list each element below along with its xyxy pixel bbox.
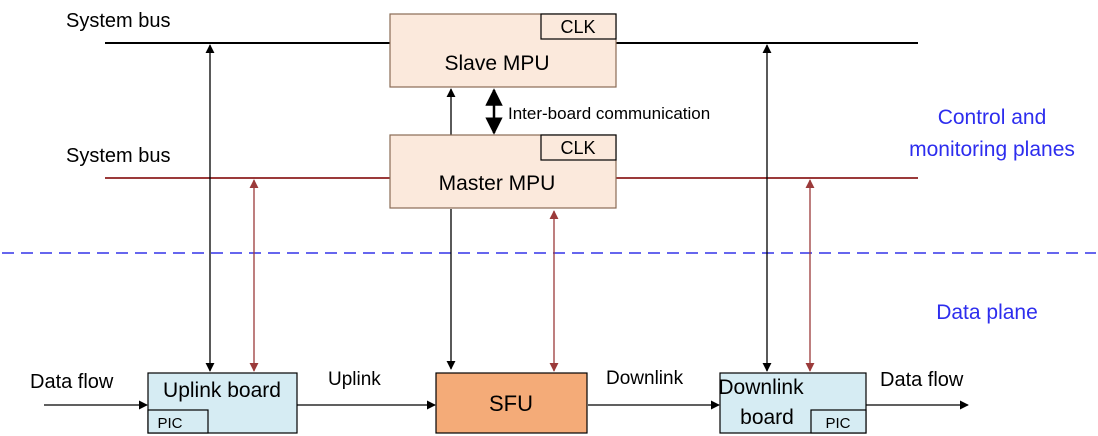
master-mpu-label: Master MPU [439,172,556,195]
downlink-label: Downlink [606,368,684,389]
data-plane-label: Data plane [936,301,1038,324]
sfu-label: SFU [489,391,533,416]
uplink-board-label: Uplink board [163,379,281,402]
downlink-board-label-line1: Downlink [718,376,804,399]
uplink-label: Uplink [328,369,381,390]
slave-clk-label: CLK [560,17,595,37]
downlink-board-label-line2: board [740,406,794,429]
master-clk-label: CLK [560,138,595,158]
system-bus-mid-label: System bus [66,145,170,167]
sfu-box [435,372,588,434]
uplink-pic-box [147,409,209,434]
inter-board-label: Inter-board communication [508,104,710,123]
slave-mpu-label: Slave MPU [444,52,549,75]
system-bus-top-label: System bus [66,10,170,32]
downlink-pic-box [810,409,867,434]
slave-clk-box [540,13,617,40]
data-flow-right-label: Data flow [880,369,964,391]
uplink-pic-label: PIC [157,415,182,432]
control-planes-label-line1: Control and [938,106,1047,129]
data-flow-left-label: Data flow [30,371,114,393]
master-clk-box [540,134,617,161]
downlink-pic-label: PIC [825,415,850,432]
control-planes-label-line2: monitoring planes [909,138,1075,161]
